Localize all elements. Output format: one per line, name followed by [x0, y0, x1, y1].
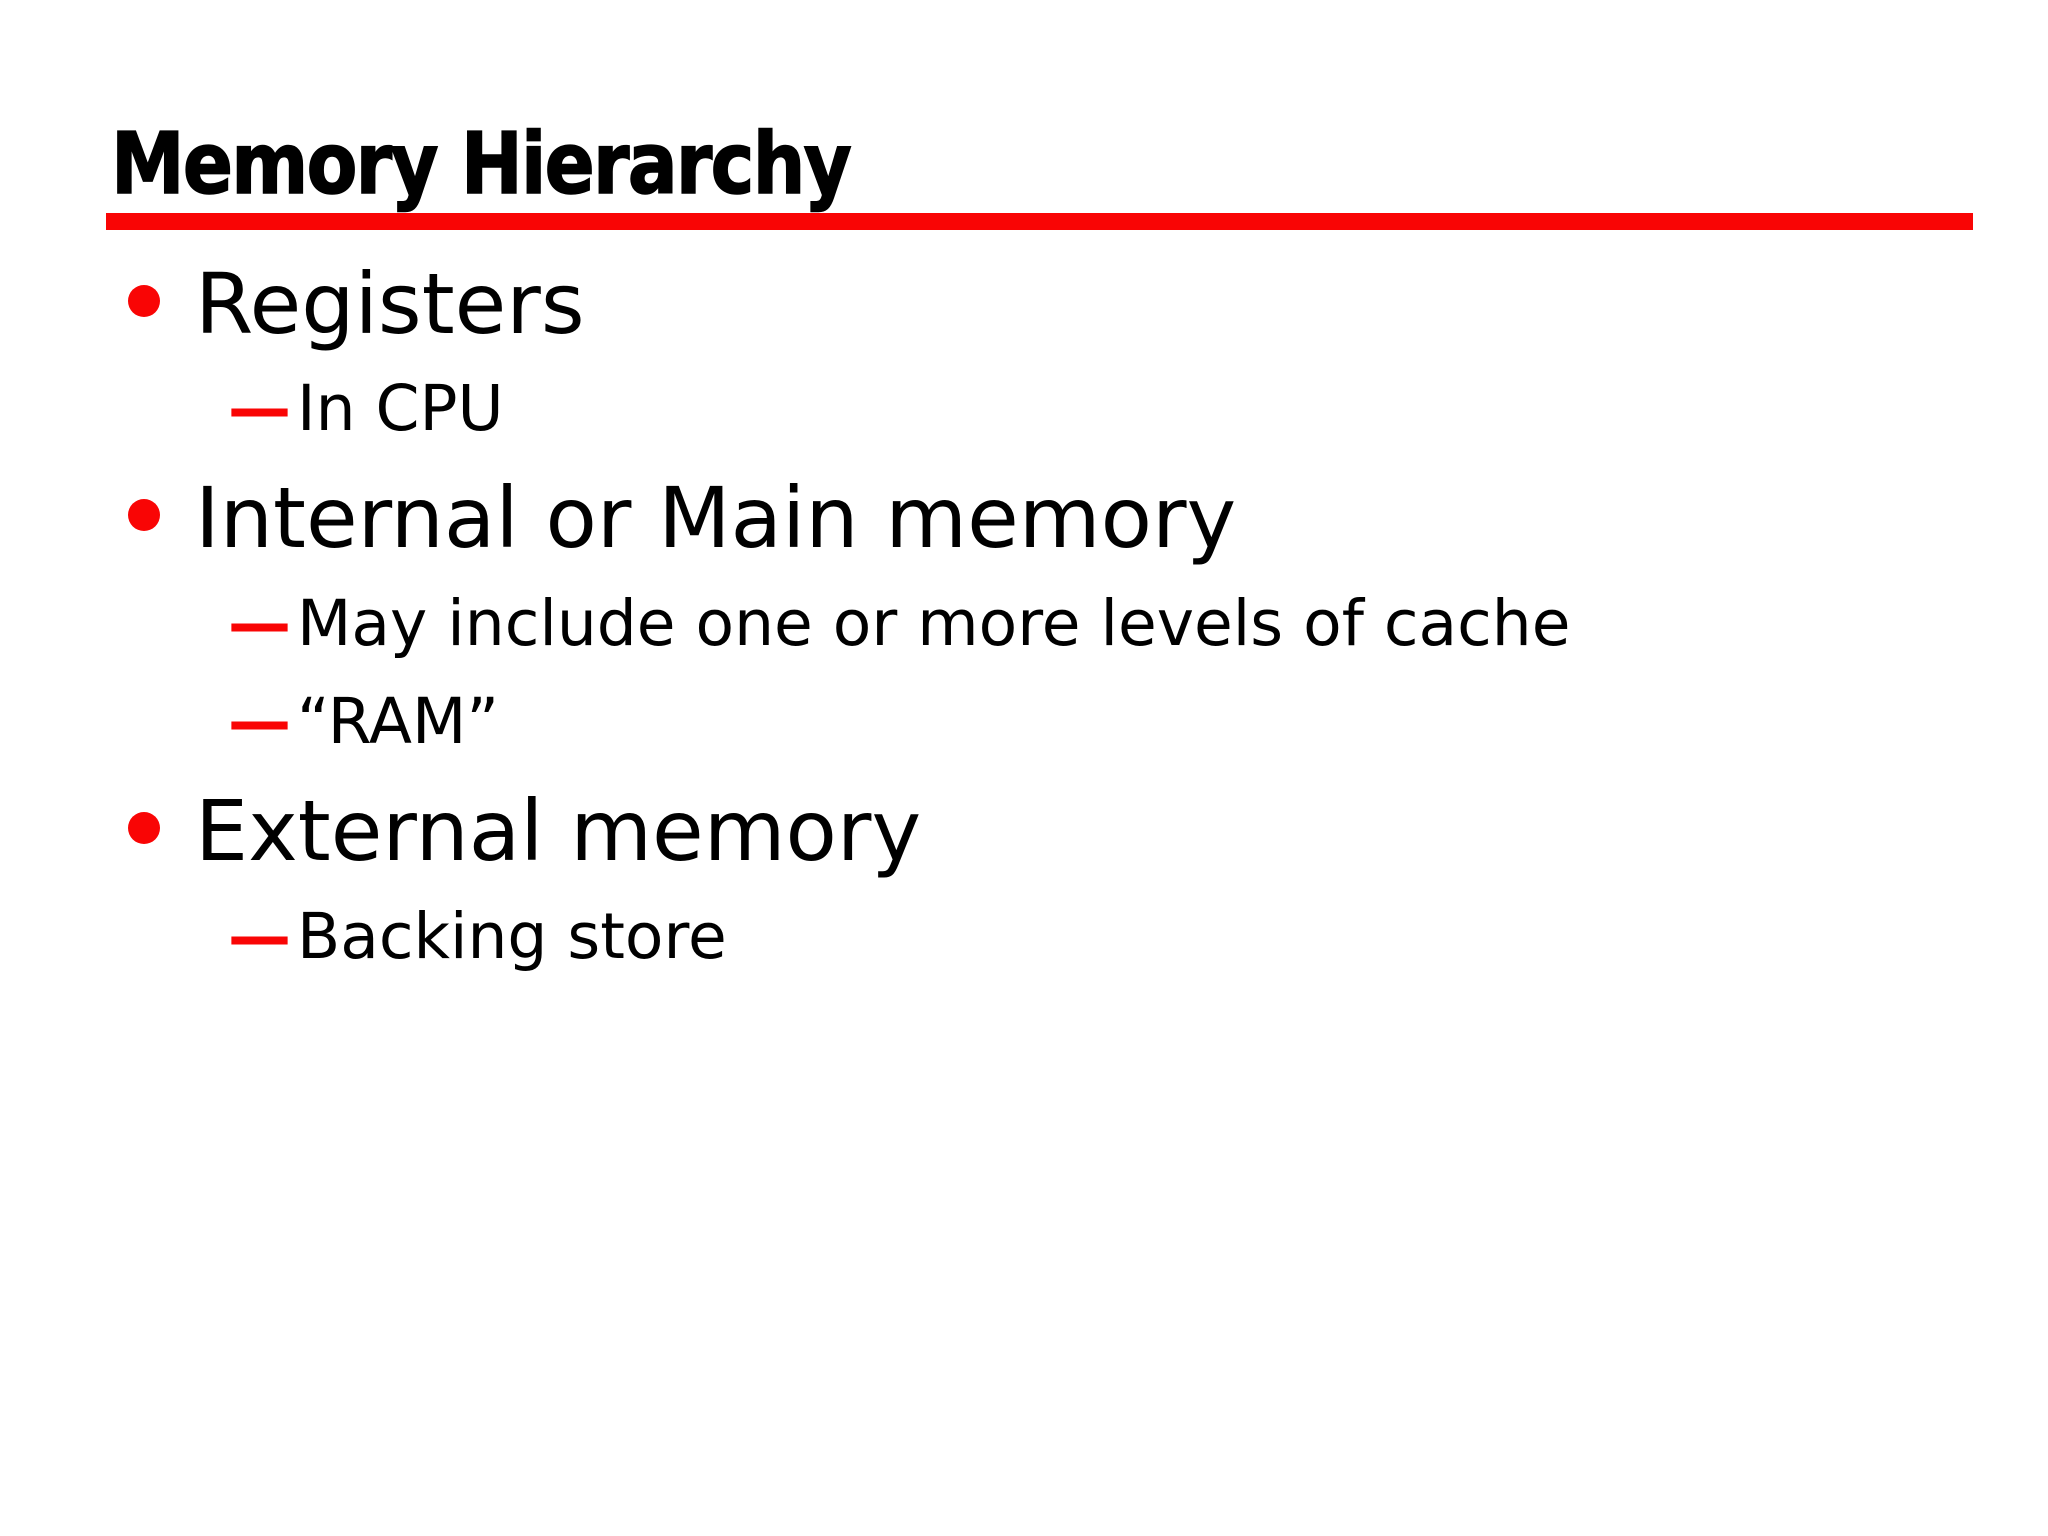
- bullet-label: Registers: [195, 255, 585, 353]
- sub-bullet-label: May include one or more levels of cache: [297, 587, 1571, 660]
- slide-title: Memory Hierarchy: [110, 115, 852, 214]
- bullet-icon: [128, 285, 160, 317]
- dash-icon: —: [228, 900, 291, 973]
- sub-bullet-item-backing-store: —Backing store: [228, 905, 727, 968]
- bullet-label: External memory: [195, 782, 922, 880]
- sub-bullet-label: Backing store: [297, 900, 727, 973]
- bullet-item-internal-memory: Internal or Main memory: [128, 476, 1236, 560]
- sub-bullet-item-in-cpu: —In CPU: [228, 377, 504, 440]
- dash-icon: —: [228, 372, 291, 445]
- sub-bullet-label: “RAM”: [297, 685, 500, 758]
- sub-bullet-item-cache-levels: —May include one or more levels of cache: [228, 592, 1570, 655]
- sub-bullet-label: In CPU: [297, 372, 504, 445]
- title-underline-rule: [106, 213, 1973, 230]
- sub-bullet-item-ram: —“RAM”: [228, 690, 499, 753]
- bullet-icon: [128, 812, 160, 844]
- bullet-icon: [128, 499, 160, 531]
- bullet-label: Internal or Main memory: [195, 469, 1237, 567]
- bullet-item-registers: Registers: [128, 262, 585, 346]
- dash-icon: —: [228, 587, 291, 660]
- bullet-item-external-memory: External memory: [128, 789, 921, 873]
- dash-icon: —: [228, 685, 291, 758]
